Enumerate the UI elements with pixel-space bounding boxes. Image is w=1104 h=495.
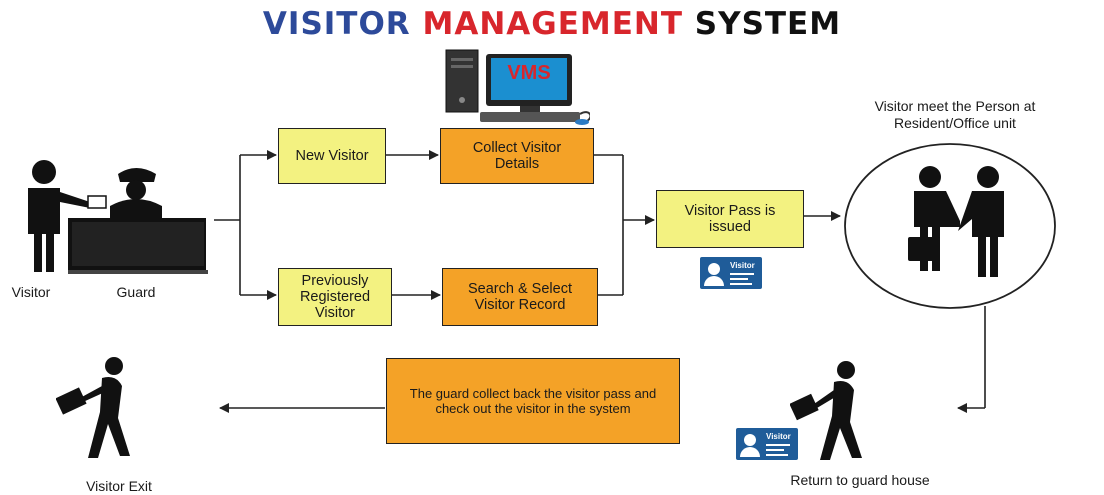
return-guard-house-label: Return to guard house: [790, 472, 930, 488]
exit-person-icon: [56, 357, 130, 458]
meet-person-label: Visitor meet the Person at Resident/Offi…: [874, 98, 1036, 131]
previously-registered-box: Previously Registered Visitor: [278, 268, 392, 326]
visitor-card-text: Visitor: [730, 261, 755, 270]
title-word-visitor: VISITOR: [262, 6, 411, 42]
visitor-pass-text: Visitor Pass is issued: [684, 203, 776, 235]
walking-person-icon: [790, 361, 862, 460]
collect-details-text: Collect Visitor Details: [472, 140, 562, 172]
collect-details-box: Collect Visitor Details: [440, 128, 594, 184]
handshake-icon: [908, 166, 1004, 277]
guard-label: Guard: [116, 284, 156, 300]
visitor-guard-icon: [28, 160, 208, 274]
visitor-label: Visitor: [11, 284, 51, 300]
search-select-text: Search & Select Visitor Record: [468, 281, 572, 313]
visitor-exit-label: Visitor Exit: [86, 478, 152, 494]
new-visitor-box: New Visitor: [278, 128, 386, 184]
guard-collect-box: The guard collect back the visitor pass …: [386, 358, 680, 444]
return-card-icon: Visitor: [736, 428, 798, 460]
computer-icon: [445, 49, 590, 125]
title-word-management: MANAGEMENT: [422, 6, 683, 42]
diagram-title: VISITOR MANAGEMENT SYSTEM: [0, 6, 1104, 42]
title-word-system: SYSTEM: [694, 6, 842, 42]
vms-screen-text: VMS: [507, 62, 551, 84]
visitor-card-icon: Visitor: [700, 257, 762, 289]
search-select-box: Search & Select Visitor Record: [442, 268, 598, 326]
guard-collect-text: The guard collect back the visitor pass …: [409, 386, 657, 416]
previously-registered-text: Previously Registered Visitor: [299, 273, 371, 321]
return-card-text: Visitor: [766, 432, 791, 441]
new-visitor-text: New Visitor: [295, 148, 369, 164]
visitor-pass-box: Visitor Pass is issued: [656, 190, 804, 248]
